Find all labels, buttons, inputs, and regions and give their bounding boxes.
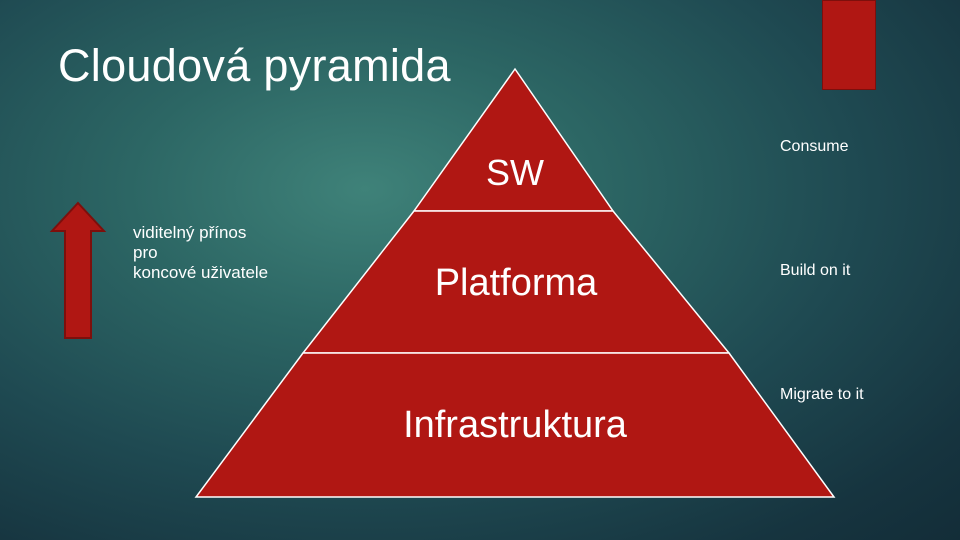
up-arrow-icon [49,201,107,339]
pyramid-tier-infrastruktura [194,352,836,498]
slide-title: Cloudová pyramida [58,40,451,91]
action-label-migrate: Migrate to it [780,386,864,403]
accent-bar [822,0,876,90]
benefit-line-2: pro [133,243,158,262]
benefit-line-3: koncové uživatele [133,263,269,282]
visible-benefit-text: viditelný přínos pro koncové uživatele [133,223,268,283]
tier-label-sw: SW [486,152,544,193]
action-label-consume: Consume [780,138,849,155]
tier-label-infrastruktura: Infrastruktura [403,404,628,446]
tier-label-platforma: Platforma [435,262,598,304]
benefit-line-1: viditelný přínos [133,223,247,242]
action-label-build: Build on it [780,262,851,279]
